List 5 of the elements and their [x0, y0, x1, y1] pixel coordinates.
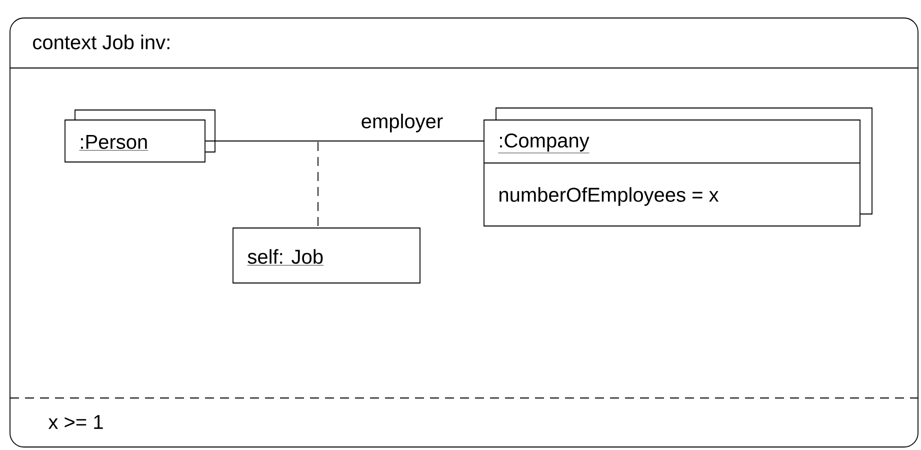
multi-object-box: :Person [64, 110, 216, 162]
association-line [205, 140, 484, 142]
edge-label: employer [360, 112, 444, 134]
object-box: self: Job [232, 228, 420, 284]
multi-object-box: :Company numberOfEmployees = x [484, 108, 872, 226]
